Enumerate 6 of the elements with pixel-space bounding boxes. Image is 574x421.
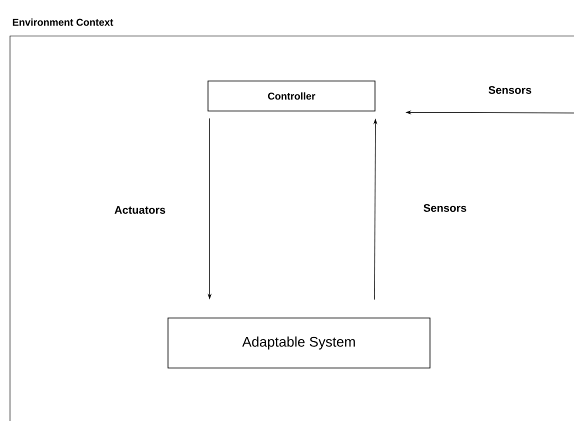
process-box: Adaptable System [168,318,430,368]
edge-label: Sensors [487,85,533,95]
frame-title: Environment Context [12,18,114,26]
edge-label: Sensors [422,203,468,213]
process-box: Controller [208,80,376,112]
edge-label: Actuators [113,205,167,215]
